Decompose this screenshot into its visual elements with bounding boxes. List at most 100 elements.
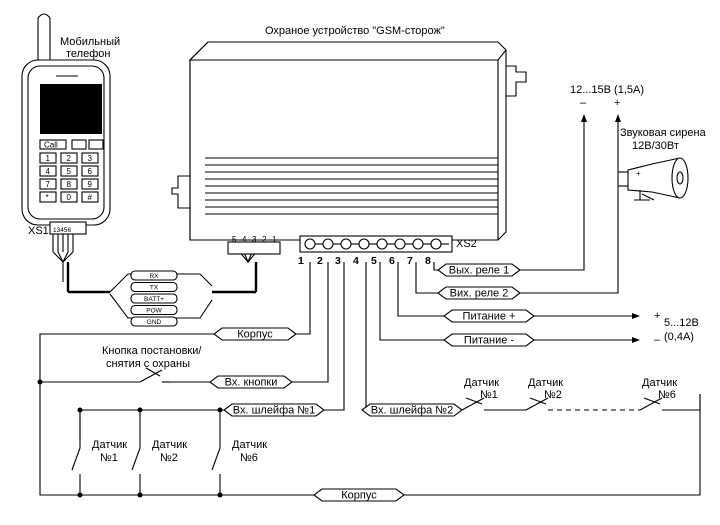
phone-key <box>81 178 99 190</box>
sensor-left-number: №2 <box>160 452 178 464</box>
terminal-screw <box>412 238 424 250</box>
wire-label-button-input: Вх. кнопки <box>225 377 278 389</box>
sensor-right-title: Датчик <box>528 377 563 389</box>
sensor-left-title: Датчик <box>232 439 267 451</box>
pin-number: 6 <box>389 255 395 267</box>
power-top-minus: – <box>580 97 587 109</box>
wire-label-korpus-top: Корпус <box>237 329 273 341</box>
sensor-right-title: Датчик <box>464 377 499 389</box>
wire-label-box <box>443 333 535 347</box>
signal-label: GND <box>147 319 162 326</box>
side-pin-number: 1 <box>272 235 277 244</box>
wire-label-box <box>223 403 325 417</box>
phone-title-line1: Мобильный <box>60 36 120 48</box>
phone-key <box>39 165 57 177</box>
device-title: Охраное устройство "GSM-сторож" <box>265 25 445 37</box>
phone-key <box>39 152 57 164</box>
terminal-screw <box>322 238 334 250</box>
phone-key <box>39 191 57 203</box>
signal-label: BATT+ <box>144 296 164 303</box>
phone-key <box>81 191 99 203</box>
phone-antenna <box>37 13 51 63</box>
sensor-right-number: №6 <box>658 389 676 401</box>
signal-label: RX <box>149 273 159 280</box>
wire-label-box <box>213 327 297 341</box>
terminal-screw <box>430 238 442 250</box>
terminal-screw <box>394 238 406 250</box>
siren-plus: + <box>636 169 641 178</box>
side-pin-number: 5 <box>232 235 237 244</box>
sensor-left-title: Датчик <box>152 439 187 451</box>
terminal-screw <box>358 238 370 250</box>
wire-label-box <box>313 488 405 502</box>
phone-key <box>60 178 78 190</box>
power-right-label-line1: 5...12В <box>664 317 699 329</box>
pin-number: 5 <box>371 255 377 267</box>
signal-box <box>130 270 178 281</box>
phone-title-line2: телефон <box>66 48 110 60</box>
phone-key <box>81 152 99 164</box>
phone-key-label: 9 <box>88 180 93 189</box>
phone-key-label: * <box>46 193 49 202</box>
phone-key-label: 4 <box>46 167 51 176</box>
phone-key-label: 6 <box>88 167 93 176</box>
signal-box <box>130 316 178 327</box>
phone-key-label: 8 <box>67 180 72 189</box>
xs1-pins: 13456 <box>53 227 71 234</box>
phone-key <box>60 165 78 177</box>
phone-key <box>60 191 78 203</box>
terminal-screw <box>376 238 388 250</box>
phone-key-label: 7 <box>46 180 51 189</box>
phone-key-label: 3 <box>88 154 93 163</box>
sensor-right-title: Датчик <box>642 377 677 389</box>
pin-number: 4 <box>353 255 359 267</box>
call-key <box>39 139 67 150</box>
power-top-label: 12...15В (1,5А) <box>570 84 644 96</box>
xs1-label: XS1 <box>28 225 49 237</box>
side-pin-number: 4 <box>242 235 247 244</box>
pin-number: 1 <box>298 255 304 267</box>
power-supply-right: + – 5...12В (0,4А) <box>654 310 699 346</box>
terminal-screw <box>340 238 352 250</box>
phone-key-label: 0 <box>67 193 72 202</box>
pin-number: 2 <box>317 255 323 267</box>
side-pin-number: 2 <box>262 235 267 244</box>
side-pin-number: 3 <box>252 235 257 244</box>
wire-label-korpus-bottom: Корпус <box>341 490 377 502</box>
phone-key <box>39 178 57 190</box>
sensor-right-number: №1 <box>480 389 498 401</box>
power-right-label-line2: (0,4А) <box>664 331 694 343</box>
phone-key <box>81 165 99 177</box>
arm-disarm-button: Кнопка постановки/ снятия с охраны <box>102 345 202 383</box>
phone-key <box>60 152 78 164</box>
wire-label-loop1: Вх. шлейфа №1 <box>233 405 315 417</box>
wire-label-power-minus: Питание - <box>464 335 514 347</box>
signal-label: POW <box>146 308 162 315</box>
wire-label-box <box>209 375 293 389</box>
power-right-plus: + <box>654 310 660 322</box>
pin-number: 8 <box>425 255 431 267</box>
signal-box <box>130 304 178 316</box>
wire-label-box <box>437 263 521 277</box>
power-top-plus: + <box>614 97 620 109</box>
phone-key-label: 2 <box>67 154 72 163</box>
wire-label-relay2: Вих. реле 2 <box>450 288 509 300</box>
signal-box <box>130 281 178 293</box>
button-label-line1: Кнопка постановки/ <box>102 345 202 357</box>
pin-number: 3 <box>335 255 341 267</box>
wire-label-box <box>437 286 521 300</box>
power-right-minus: – <box>654 334 661 346</box>
phone-key-label: 1 <box>46 154 51 163</box>
phone-key-label: # <box>88 193 93 202</box>
